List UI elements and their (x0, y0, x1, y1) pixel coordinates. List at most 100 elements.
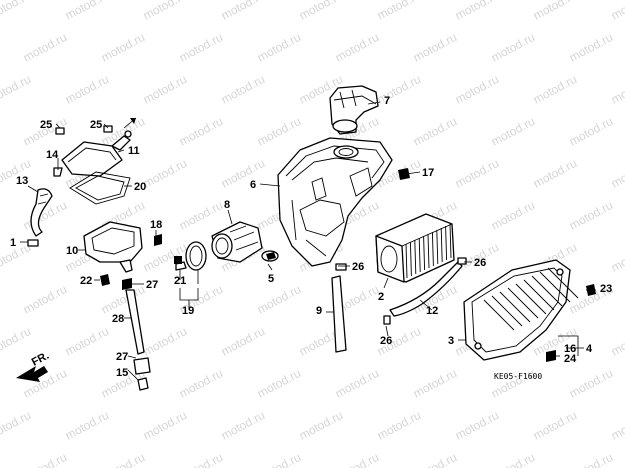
watermark-text: motod.ru (177, 450, 225, 468)
watermark-text: motod.ru (609, 240, 625, 275)
cover-rib-line (523, 279, 555, 311)
part-20-gasket (69, 171, 131, 205)
filter-pleat-line (449, 223, 452, 259)
watermark-text: motod.ru (489, 30, 537, 65)
outlet-arrow-icon (123, 117, 137, 129)
filter-pleats (405, 223, 452, 279)
watermark-text: motod.ru (567, 114, 615, 149)
filter-pleat-line (427, 233, 430, 269)
callout-27-lower: 27 (116, 351, 128, 363)
callout-1: 1 (10, 237, 16, 249)
watermark-text: motod.ru (531, 156, 579, 191)
watermark-text: motod.ru (219, 156, 267, 191)
watermark-text: motod.ru (219, 324, 267, 359)
part-3-cover (463, 259, 579, 361)
watermark-text: motod.ru (177, 114, 225, 149)
watermark-text: motod.ru (141, 156, 189, 191)
watermark-text: motod.ru (567, 198, 615, 233)
watermark-text: motod.ru (297, 408, 345, 443)
watermark-text: motod.ru (63, 324, 111, 359)
cover-rib-line (531, 275, 563, 307)
watermark-text: motod.ru (531, 72, 579, 107)
watermark-text: motod.ru (333, 366, 381, 401)
diagram-code: KE05-F1600 (494, 372, 542, 381)
watermark-text: motod.ru (255, 30, 303, 65)
watermark-text: motod.ru (219, 0, 267, 23)
watermark-text: motod.ru (21, 282, 69, 317)
watermark-text: motod.ru (411, 114, 459, 149)
watermark-text: motod.ru (255, 366, 303, 401)
cover-rib-line (491, 295, 523, 327)
callouts: 7 6 8 17 18 25 25 11 14 13 20 1 10 22 27… (10, 95, 612, 379)
watermark-text: motod.ru (609, 324, 625, 359)
cover-rib-line (499, 291, 531, 323)
watermark-text: motod.ru (531, 408, 579, 443)
callout-26-right: 26 (474, 257, 486, 269)
watermark-text: motod.ru (99, 30, 147, 65)
cover-rib-line (483, 299, 515, 331)
callout-18: 18 (150, 219, 162, 231)
watermark-text: motod.ru (567, 30, 615, 65)
callout-24: 24 (564, 353, 577, 365)
filter-pleat-line (440, 227, 443, 263)
part-11-chamber (61, 130, 132, 177)
watermark-text: motod.ru (177, 30, 225, 65)
part-10-chamber (83, 221, 143, 273)
watermark-text: motod.ru (453, 0, 501, 23)
front-direction-label: FR. (30, 350, 51, 369)
watermark-text: motod.ru (609, 72, 625, 107)
part-6-case (277, 137, 393, 267)
watermark-text: motod.ru (567, 450, 615, 468)
callout-2: 2 (378, 291, 384, 303)
watermark-text: motod.ru (255, 114, 303, 149)
watermark-text: motod.ru (453, 408, 501, 443)
callout-26-lower: 26 (380, 335, 392, 347)
callout-28: 28 (112, 313, 124, 325)
callout-16: 16 (564, 343, 576, 355)
callout-21: 21 (174, 275, 186, 287)
watermark-text: motod.ru (333, 450, 381, 468)
callout-9: 9 (316, 305, 322, 317)
watermark-text: motod.ru (567, 366, 615, 401)
callout-10: 10 (66, 245, 78, 257)
callout-25-right: 25 (90, 119, 102, 131)
callout-26-center: 26 (352, 261, 364, 273)
watermark-text: motod.ru (411, 366, 459, 401)
callout-20: 20 (134, 181, 146, 193)
filter-pleat-line (436, 229, 439, 265)
callout-15: 15 (116, 367, 128, 379)
watermark-text: motod.ru (375, 0, 423, 23)
cover-rib-line (547, 267, 579, 299)
callout-7: 7 (384, 95, 390, 107)
callout-11: 11 (128, 145, 140, 157)
watermark-text: motod.ru (141, 0, 189, 23)
watermark-text: motod.ru (141, 72, 189, 107)
callout-19: 19 (182, 305, 194, 317)
filter-pleat-line (414, 239, 417, 275)
cover-ribs (483, 267, 579, 331)
watermark-text: motod.ru (21, 450, 69, 468)
watermark-text: motod.ru (609, 156, 625, 191)
watermark-text: motod.ru (333, 30, 381, 65)
small-fasteners (27, 125, 596, 362)
watermark-text: motod.ru (489, 198, 537, 233)
front-direction-arrow-icon (16, 366, 48, 382)
watermark-text: motod.ru (0, 408, 33, 443)
watermark-text: motod.ru (63, 408, 111, 443)
callout-6: 6 (250, 179, 256, 191)
watermark-text: motod.ru (141, 324, 189, 359)
callout-8: 8 (224, 199, 230, 211)
part-8-tube (211, 221, 263, 263)
filter-pleat-line (405, 243, 408, 279)
watermark-text: motod.ru (63, 72, 111, 107)
part-19-clamps (175, 241, 279, 271)
filter-pleat-line (445, 225, 448, 261)
watermark-text: motod.ru (297, 0, 345, 23)
callout-25-left: 25 (40, 119, 52, 131)
watermark-text: motod.ru (21, 30, 69, 65)
watermark-text: motod.ru (99, 450, 147, 468)
callout-14: 14 (46, 149, 59, 161)
callout-22: 22 (80, 275, 92, 287)
watermark-text: motod.ru (177, 366, 225, 401)
